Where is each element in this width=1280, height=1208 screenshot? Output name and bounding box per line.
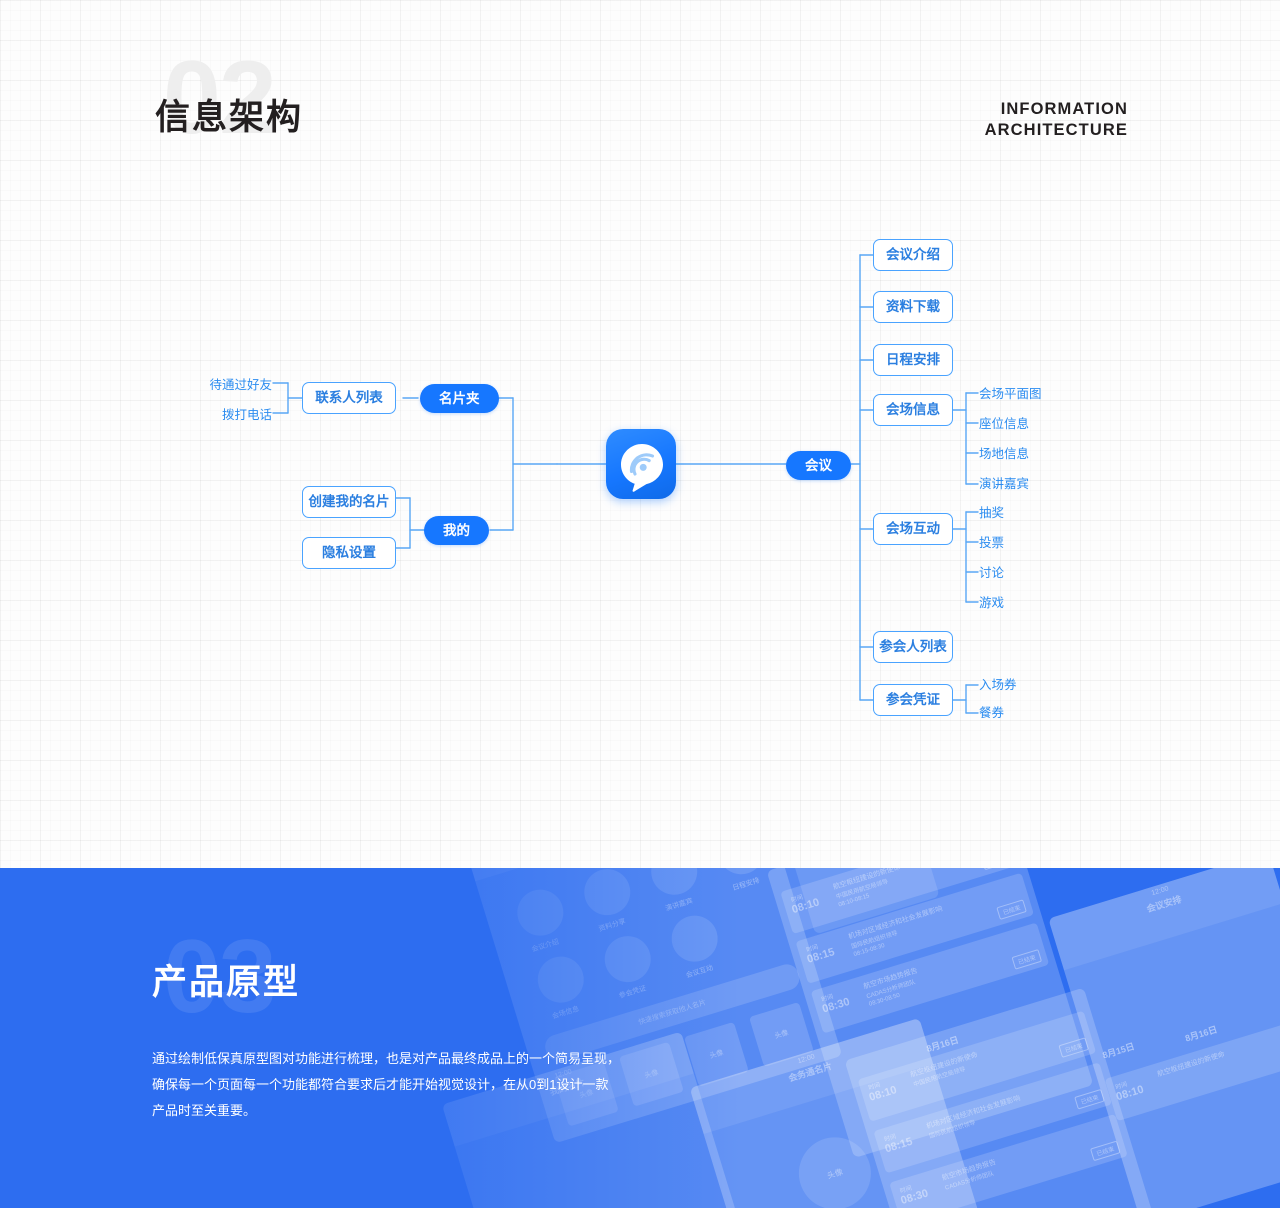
mockup-row-badge: 已结束 xyxy=(1011,949,1043,970)
leaf-venue-floorplan: 会场平面图 xyxy=(979,387,1042,401)
leaf-make-call: 拨打电话 xyxy=(221,408,272,422)
description-line2: 确保每一个页面每一个功能都符合要求后才能开始视觉设计，在从0到1设计一款 xyxy=(152,1077,609,1092)
hub-card-folder[interactable]: 名片夹 xyxy=(420,384,499,413)
mockup-row-badge: 已结束 xyxy=(1074,1088,1105,1110)
node-create-my-card[interactable]: 创建我的名片 xyxy=(302,486,396,518)
product-prototype-section: 12:00 会议介绍 资料分享 演讲嘉宾 日程安排 会场信息 参会凭证 会议互动… xyxy=(0,868,1280,1208)
mockup-row-badge: 已结束 xyxy=(1089,1140,1121,1162)
mockup-status-bar: 12:00 会议安排 xyxy=(1048,868,1280,971)
leaf-vote: 投票 xyxy=(979,536,1005,550)
subtitle-en-line1: INFORMATION xyxy=(1000,100,1128,118)
section-description: 通过绘制低保真原型图对功能进行梳理，也是对产品最终成品上的一个简易呈现， 确保每… xyxy=(152,1046,642,1124)
section-ghost-number: 02 xyxy=(163,40,277,156)
leaf-seat-info: 座位信息 xyxy=(979,417,1030,431)
node-attendee-credential[interactable]: 参会凭证 xyxy=(873,684,953,716)
mockup-row-badge: 已结束 xyxy=(1058,1037,1090,1058)
section-ghost-number: 03 xyxy=(163,919,277,1035)
app-logo-icon[interactable] xyxy=(606,429,676,499)
mindmap-diagram: 名片夹 我的 会议 联系人列表 创建我的名片 隐私设置 待通过好友 拨打电话 会… xyxy=(209,239,1042,720)
node-schedule[interactable]: 日程安排 xyxy=(873,344,953,376)
node-contact-list[interactable]: 联系人列表 xyxy=(302,382,396,414)
mockup-avatar: 头像 xyxy=(789,1128,880,1208)
page-title: 信息架构 xyxy=(155,98,304,137)
hub-mine[interactable]: 我的 xyxy=(424,516,489,545)
leaf-entry-ticket: 入场券 xyxy=(979,678,1017,692)
node-material-download[interactable]: 资料下载 xyxy=(873,291,953,323)
node-privacy-settings[interactable]: 隐私设置 xyxy=(302,537,396,569)
node-meeting-intro[interactable]: 会议介绍 xyxy=(873,239,953,271)
leaf-game: 游戏 xyxy=(979,596,1005,610)
mockup-row-badge: 已结束 xyxy=(996,899,1027,920)
app-logo-glyph xyxy=(621,444,663,492)
leaf-speakers: 演讲嘉宾 xyxy=(979,477,1030,491)
mockup-row-badge: 已结束 xyxy=(981,868,1012,871)
hub-meeting[interactable]: 会议 xyxy=(786,451,851,480)
mockup-date-tab: 8月15日 xyxy=(1101,1041,1136,1061)
section-subtitle-en: INFORMATION ARCHITECTURE xyxy=(985,99,1128,141)
leaf-site-info: 场地信息 xyxy=(979,447,1030,461)
node-venue-info[interactable]: 会场信息 xyxy=(873,394,953,426)
subtitle-en-line2: ARCHITECTURE xyxy=(984,121,1128,140)
information-architecture-section: 02 信息架构 INFORMATION ARCHITECTURE xyxy=(0,0,1280,868)
mockup-date-tab: 8月16日 xyxy=(1183,1024,1219,1044)
mockup-screen-title: 会议安排 xyxy=(1145,894,1183,915)
description-line1: 通过绘制低保真原型图对功能进行梳理，也是对产品最终成品上的一个简易呈现， xyxy=(152,1051,621,1066)
gradient-overlay xyxy=(0,868,740,1208)
mockup-screen-title: 会务通名片 xyxy=(787,1060,834,1084)
node-venue-interaction[interactable]: 会场互动 xyxy=(873,513,953,545)
mockup-row-title: 航空枢纽建设的新使命 xyxy=(1156,1051,1226,1079)
description-line3: 产品时至关重要。 xyxy=(152,1103,257,1118)
node-attendee-list[interactable]: 参会人列表 xyxy=(873,631,953,663)
page-title: 产品原型 xyxy=(152,963,301,1002)
mockup-avatar-label: 头像 xyxy=(825,1166,844,1181)
leaf-meal-voucher: 餐券 xyxy=(979,706,1005,720)
leaf-lucky-draw: 抽奖 xyxy=(979,506,1005,520)
leaf-pending-friends: 待通过好友 xyxy=(209,378,272,392)
leaf-discussion: 讨论 xyxy=(979,566,1005,580)
